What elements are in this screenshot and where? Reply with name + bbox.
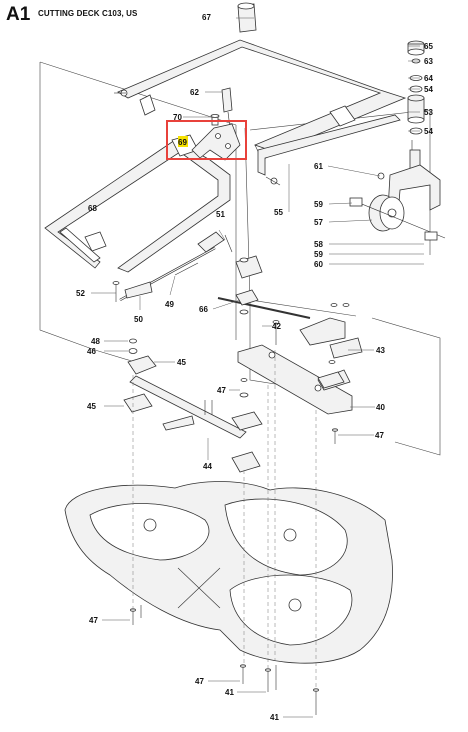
callout-53: 53 bbox=[424, 108, 433, 117]
part-49-50-51-rods bbox=[112, 231, 233, 302]
highlight-part-69[interactable]: 69 bbox=[166, 120, 247, 160]
part-55-caster-assembly bbox=[349, 140, 446, 241]
callout-50: 50 bbox=[134, 315, 143, 324]
callout-47-bottom: 47 bbox=[195, 677, 204, 686]
callout-43: 43 bbox=[376, 346, 385, 355]
part-40-lift-bar bbox=[237, 344, 353, 415]
callout-44: 44 bbox=[203, 462, 212, 471]
part-69-spring-bracket bbox=[191, 123, 241, 161]
highlight-marker bbox=[178, 136, 188, 147]
leader-lines bbox=[91, 17, 424, 718]
callout-47-center: 47 bbox=[217, 386, 226, 395]
callout-54-bottom: 54 bbox=[424, 127, 433, 136]
highlight-box bbox=[166, 120, 247, 160]
callout-57: 57 bbox=[314, 218, 323, 227]
callout-60: 60 bbox=[314, 260, 323, 269]
callout-40: 40 bbox=[376, 403, 385, 412]
callout-59-lower: 59 bbox=[314, 250, 323, 259]
callout-48: 48 bbox=[91, 337, 100, 346]
section-code: A1 bbox=[6, 4, 31, 25]
callout-59-upper: 59 bbox=[314, 200, 323, 209]
part-66-lift-shaft bbox=[217, 255, 311, 319]
callout-52: 52 bbox=[76, 289, 85, 298]
callout-42: 42 bbox=[272, 322, 281, 331]
callout-47-left: 47 bbox=[89, 616, 98, 625]
callout-65: 65 bbox=[424, 42, 433, 51]
callout-46: 46 bbox=[87, 347, 96, 356]
callout-47-right: 47 bbox=[375, 431, 384, 440]
callout-63: 63 bbox=[424, 57, 433, 66]
part-46-48-hardware bbox=[128, 338, 336, 398]
callout-45-lower: 45 bbox=[87, 402, 96, 411]
part-63-64-washers bbox=[409, 58, 423, 81]
part-67-top-bracket bbox=[114, 2, 407, 161]
callout-70: 70 bbox=[173, 113, 182, 122]
part-70-bolt bbox=[210, 114, 220, 126]
callout-41-left: 41 bbox=[225, 688, 234, 697]
callout-58: 58 bbox=[314, 240, 323, 249]
part-53-spacer bbox=[407, 94, 425, 124]
callout-54-top: 54 bbox=[424, 85, 433, 94]
alignment-dashed-lines bbox=[132, 350, 317, 690]
callout-68: 68 bbox=[88, 204, 97, 213]
callout-62: 62 bbox=[190, 88, 199, 97]
callout-51: 51 bbox=[216, 210, 225, 219]
diagram-title: CUTTING DECK C103, US bbox=[38, 9, 138, 18]
callout-45-upper: 45 bbox=[177, 358, 186, 367]
callout-49: 49 bbox=[165, 300, 174, 309]
callout-55: 55 bbox=[274, 208, 283, 217]
callout-61: 61 bbox=[314, 162, 323, 171]
callout-66: 66 bbox=[199, 305, 208, 314]
cutting-deck-housing bbox=[64, 481, 393, 664]
callout-67: 67 bbox=[202, 13, 211, 22]
callout-labels: 67 62 70 65 63 64 54 53 54 61 59 55 57 5… bbox=[76, 13, 433, 722]
part-65-cap bbox=[407, 40, 425, 56]
callout-69[interactable]: 69 bbox=[178, 138, 187, 147]
part-41-bolts bbox=[265, 665, 319, 715]
callout-41-right: 41 bbox=[270, 713, 279, 722]
part-61-wheel-bracket bbox=[257, 114, 401, 186]
part-45-clamps bbox=[123, 355, 345, 473]
callout-64: 64 bbox=[424, 74, 433, 83]
part-44-lift-link bbox=[129, 375, 247, 439]
